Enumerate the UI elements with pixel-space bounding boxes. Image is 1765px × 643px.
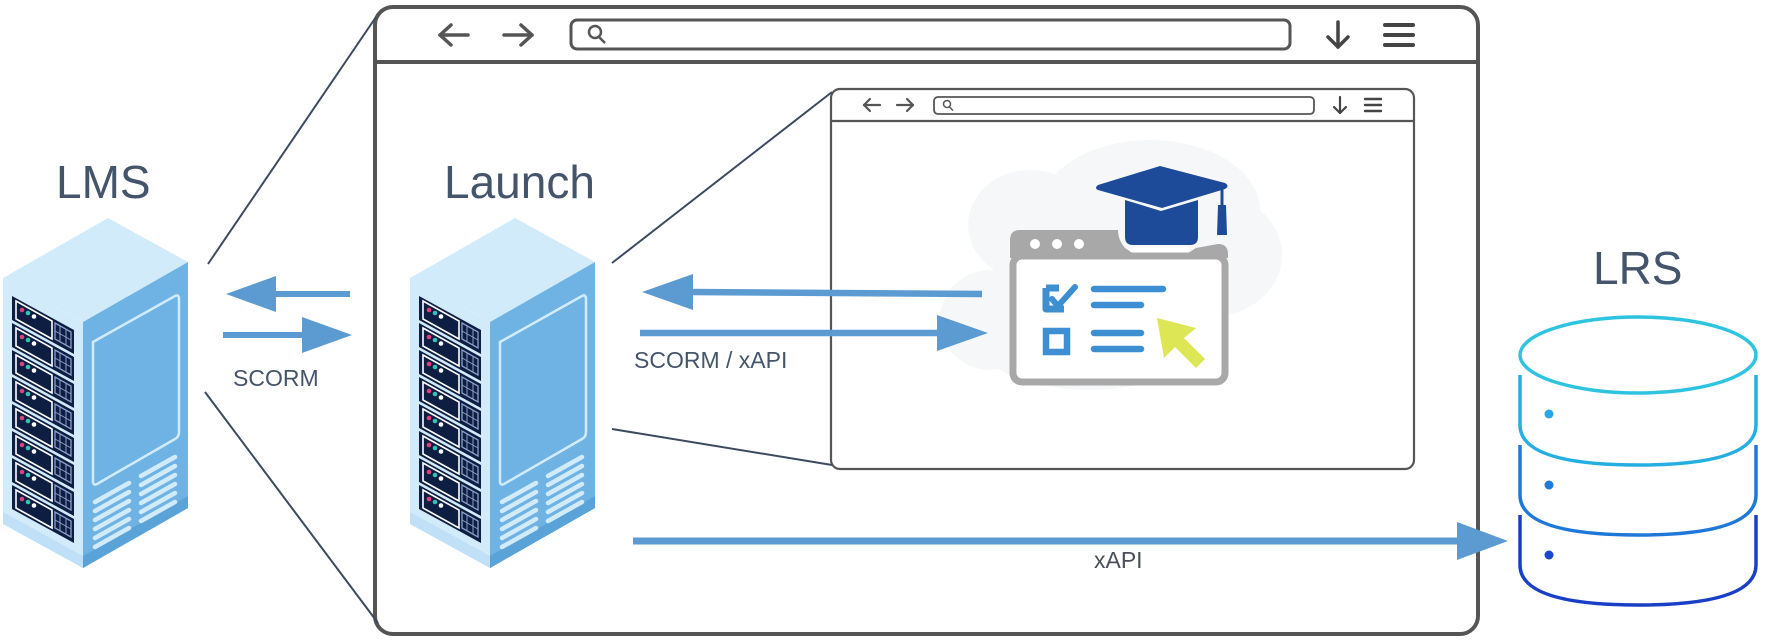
search-icon (942, 99, 954, 112)
db-indicator (1544, 480, 1554, 490)
lms-label: LMS (56, 156, 151, 208)
text-lines (1090, 285, 1167, 353)
window-dots (1030, 239, 1084, 249)
arrow-course-to-launch (689, 288, 983, 298)
search-icon (587, 24, 606, 44)
edge-lms-launch (223, 276, 352, 353)
zoom-line-lms-bottom (204, 391, 379, 624)
menu-icon[interactable] (1363, 97, 1383, 113)
arrowhead-right (1457, 522, 1508, 560)
edge-launch-lrs (633, 522, 1508, 560)
forward-arrow-icon[interactable] (895, 97, 915, 113)
forward-arrow-icon[interactable] (502, 23, 534, 47)
address-bar[interactable] (569, 18, 1292, 51)
zoom-line-launch-top (611, 91, 833, 264)
edge-label-scorm-xapi: SCORM / xAPI (634, 347, 787, 373)
address-bar[interactable] (933, 96, 1315, 115)
arrowhead-left (642, 274, 693, 310)
lms-server-icon (3, 218, 188, 568)
lrs-label: LRS (1593, 242, 1682, 294)
lrs-database-icon (1518, 315, 1758, 607)
back-arrow-icon[interactable] (438, 23, 470, 47)
arrowhead-right (302, 317, 352, 353)
cursor-icon (1157, 318, 1205, 368)
unchecked-item-icon (1042, 327, 1071, 356)
checked-item-icon (1042, 284, 1078, 313)
db-indicator (1544, 550, 1554, 560)
launch-label: Launch (444, 156, 595, 208)
edge-launch-course (640, 274, 988, 351)
download-icon[interactable] (1326, 20, 1350, 49)
back-arrow-icon[interactable] (862, 97, 882, 113)
launch-server-icon (410, 218, 595, 568)
menu-icon[interactable] (1383, 23, 1415, 47)
zoom-lines (204, 16, 833, 624)
download-icon[interactable] (1332, 95, 1348, 115)
db-indicator (1544, 409, 1554, 419)
arrowhead-left (226, 276, 276, 312)
edge-label-scorm: SCORM (233, 365, 319, 391)
edge-label-xapi: xAPI (1094, 547, 1143, 573)
online-course-icon (940, 140, 1282, 390)
zoom-line-launch-bottom (611, 428, 833, 466)
zoom-line-lms-top (207, 16, 377, 265)
graduation-cap-icon (1096, 166, 1228, 245)
arrowhead-right (937, 315, 988, 351)
